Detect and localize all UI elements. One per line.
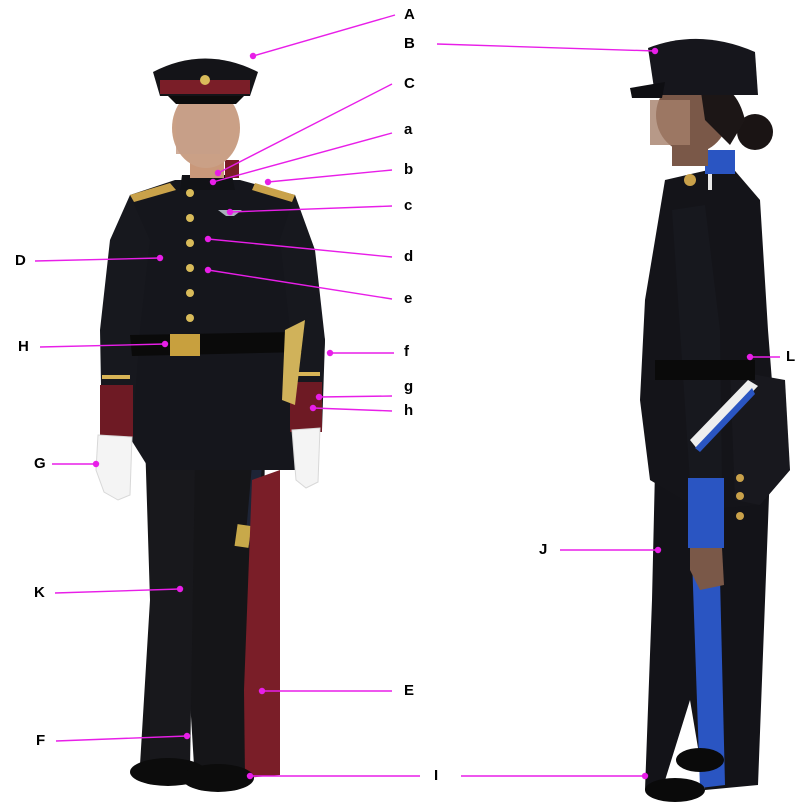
label-L: L <box>786 349 795 365</box>
label-H: H <box>18 339 29 355</box>
leader-a <box>213 133 392 182</box>
leader-C <box>218 84 392 173</box>
leader-h <box>313 408 392 411</box>
label-F: F <box>36 733 45 749</box>
label-D: D <box>15 253 26 269</box>
label-e: e <box>404 291 412 307</box>
leader-b <box>268 170 392 182</box>
label-h: h <box>404 403 413 419</box>
label-f: f <box>404 344 409 360</box>
label-C: C <box>404 76 415 92</box>
label-J: J <box>539 542 547 558</box>
label-a: a <box>404 122 412 138</box>
label-I: I <box>434 768 438 784</box>
leader-B <box>437 44 655 51</box>
label-g: g <box>404 379 413 395</box>
label-A: A <box>404 7 415 23</box>
leader-g <box>319 396 392 397</box>
female-cadet-figure <box>630 39 790 802</box>
label-G: G <box>34 456 46 472</box>
leader-A <box>253 15 395 56</box>
label-c: c <box>404 198 412 214</box>
label-E: E <box>404 683 414 699</box>
label-B: B <box>404 36 415 52</box>
male-cadet-figure <box>96 59 325 793</box>
label-b: b <box>404 162 413 178</box>
label-K: K <box>34 585 45 601</box>
label-d: d <box>404 249 413 265</box>
